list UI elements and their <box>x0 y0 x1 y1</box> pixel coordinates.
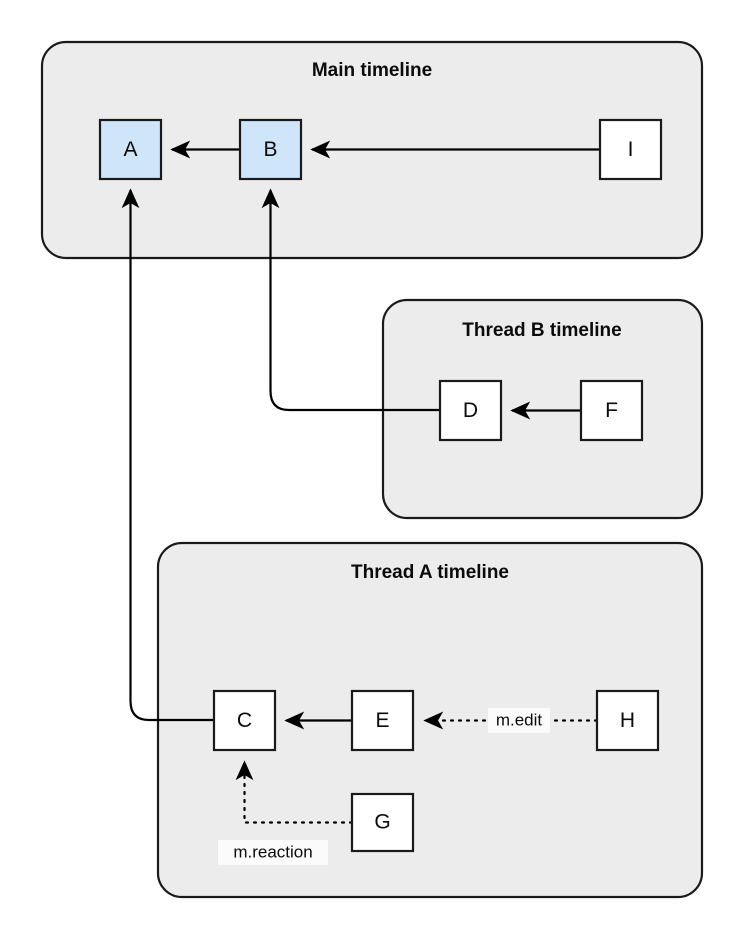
node-A-label: A <box>123 138 137 161</box>
node-A-rect[interactable] <box>98 118 163 181</box>
node-H[interactable]: H <box>595 689 660 752</box>
group-main-timeline-title: Main timeline <box>312 60 432 81</box>
edge-label-m-reaction: m.reaction <box>218 840 328 865</box>
node-H-rect[interactable] <box>595 689 660 752</box>
node-B[interactable]: B <box>238 118 303 181</box>
node-D-rect[interactable] <box>438 379 503 442</box>
node-C-label: C <box>237 709 252 732</box>
edge-c-to-a <box>121 188 214 722</box>
edge-label-m-edit-bg <box>488 708 550 733</box>
node-F-label: F <box>605 399 618 422</box>
edge-g-to-c <box>235 760 354 824</box>
node-C-rect[interactable] <box>212 689 277 752</box>
node-D[interactable]: D <box>438 379 503 442</box>
node-I-rect[interactable] <box>598 118 663 181</box>
node-E-rect[interactable] <box>350 689 415 752</box>
node-D-label: D <box>463 399 478 422</box>
edge-label-m-edit-text: m.edit <box>496 710 543 729</box>
group-thread-b-timeline-title: Thread B timeline <box>462 320 621 341</box>
group-thread-b-timeline: Thread B timeline <box>381 298 704 520</box>
node-E-label: E <box>375 709 389 732</box>
edge-label-m-reaction-bg <box>218 840 328 865</box>
edge-label-m-edit: m.edit <box>488 708 550 733</box>
group-thread-a-timeline-title: Thread A timeline <box>351 562 509 583</box>
edge-d-to-b <box>261 188 440 412</box>
node-G-rect[interactable] <box>350 792 415 853</box>
node-G[interactable]: G <box>350 792 415 853</box>
node-G-label: G <box>374 811 390 834</box>
node-F-rect[interactable] <box>579 379 644 442</box>
node-A[interactable]: A <box>98 118 163 181</box>
node-B-label: B <box>263 138 277 161</box>
node-F[interactable]: F <box>579 379 644 442</box>
node-I[interactable]: I <box>598 118 663 181</box>
node-E[interactable]: E <box>350 689 415 752</box>
node-C[interactable]: C <box>212 689 277 752</box>
edge-label-m-reaction-text: m.reaction <box>233 842 312 861</box>
node-H-label: H <box>620 709 635 732</box>
node-B-rect[interactable] <box>238 118 303 181</box>
node-I-label: I <box>628 138 634 161</box>
